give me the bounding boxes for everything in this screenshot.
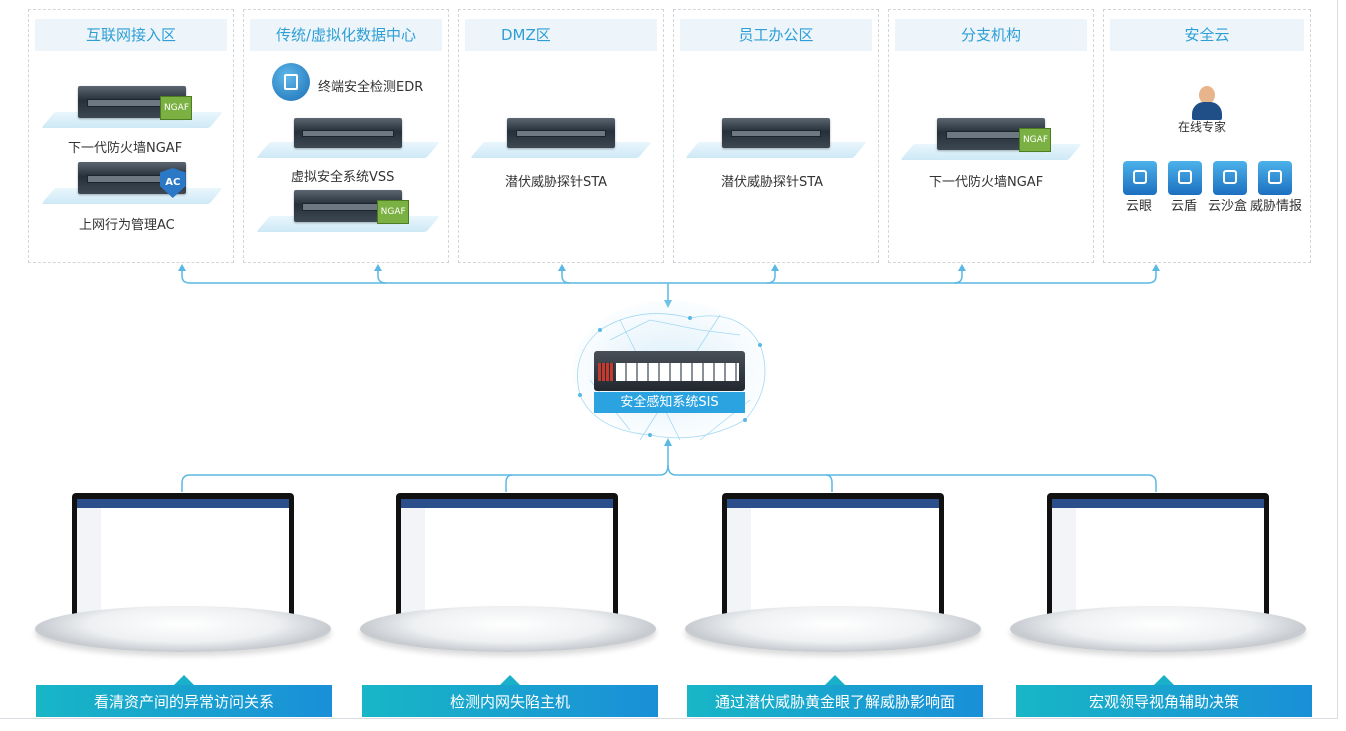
laptop-stand (360, 606, 656, 652)
laptop-stand (35, 606, 331, 652)
expert-avatar-icon (1192, 86, 1222, 120)
ngaf-device: NGAF (41, 86, 223, 128)
laptop-screen-asset-map (72, 493, 294, 623)
cloud-service-label: 威胁情报 (1250, 199, 1303, 214)
zone-dmz: DMZ区 (458, 9, 664, 263)
expert-label: 在线专家 (1178, 120, 1227, 134)
device-label: 下一代防火墙NGAF (929, 175, 1044, 190)
device-label: 虚拟安全系统VSS (291, 170, 395, 185)
device-label: 上网行为管理AC (79, 218, 175, 233)
zone-security-cloud: 安全云 (1103, 9, 1311, 263)
ngaf-device: NGAF (256, 190, 440, 232)
cloud-service-label: 云盾 (1171, 199, 1198, 214)
sta-device (685, 118, 867, 158)
zone-title: 互联网接入区 (35, 19, 227, 51)
diagram-frame (0, 0, 1338, 719)
zone-title: 分支机构 (895, 19, 1087, 51)
zone-title: 员工办公区 (680, 19, 872, 51)
feature-caption: 宏观领导视角辅助决策 (1016, 675, 1312, 717)
zone-title: 安全云 (1110, 19, 1304, 51)
laptop-screen-dashboard (1047, 493, 1269, 623)
ngaf-badge: NGAF (377, 200, 410, 224)
zone-title: DMZ区 (465, 19, 657, 51)
device-label: 潜伏威胁探针STA (721, 175, 824, 190)
ngaf-badge: NGAF (160, 96, 193, 120)
ngaf-badge: NGAF (1019, 128, 1052, 152)
cloud-shield-icon (1168, 161, 1202, 195)
zone-datacenter: 传统/虚拟化数据中心 (243, 9, 449, 263)
laptop-screen-threat-graph (722, 493, 944, 623)
zone-internet: 互联网接入区 (28, 9, 234, 263)
laptop-screen-compromised-hosts (396, 493, 618, 623)
laptop-stand (685, 606, 981, 652)
device-label: 终端安全检测EDR (318, 80, 424, 95)
vss-device (256, 118, 440, 158)
feature-caption: 看清资产间的异常访问关系 (36, 675, 332, 717)
zone-office: 员工办公区 (673, 9, 879, 263)
cloud-service-label: 云沙盒 (1208, 199, 1248, 214)
cloud-service-label: 云眼 (1126, 199, 1153, 214)
sis-device (594, 351, 745, 391)
feature-caption: 通过潜伏威胁黄金眼了解威胁影响面 (687, 675, 983, 717)
device-label: 潜伏威胁探针STA (505, 175, 608, 190)
zone-title: 传统/虚拟化数据中心 (250, 19, 442, 51)
ngaf-device: NGAF (900, 118, 1082, 160)
laptop-stand (1010, 606, 1306, 652)
sta-device (470, 118, 652, 158)
ac-device: AC (41, 162, 223, 204)
cloud-eye-icon (1123, 161, 1157, 195)
cloud-sandbox-icon (1213, 161, 1247, 195)
sis-label: 安全感知系统SIS (594, 392, 745, 413)
threat-intel-icon (1258, 161, 1292, 195)
zone-branch: 分支机构 (888, 9, 1094, 263)
feature-caption: 检测内网失陷主机 (362, 675, 658, 717)
edr-icon (272, 63, 310, 101)
device-label: 下一代防火墙NGAF (68, 141, 183, 156)
